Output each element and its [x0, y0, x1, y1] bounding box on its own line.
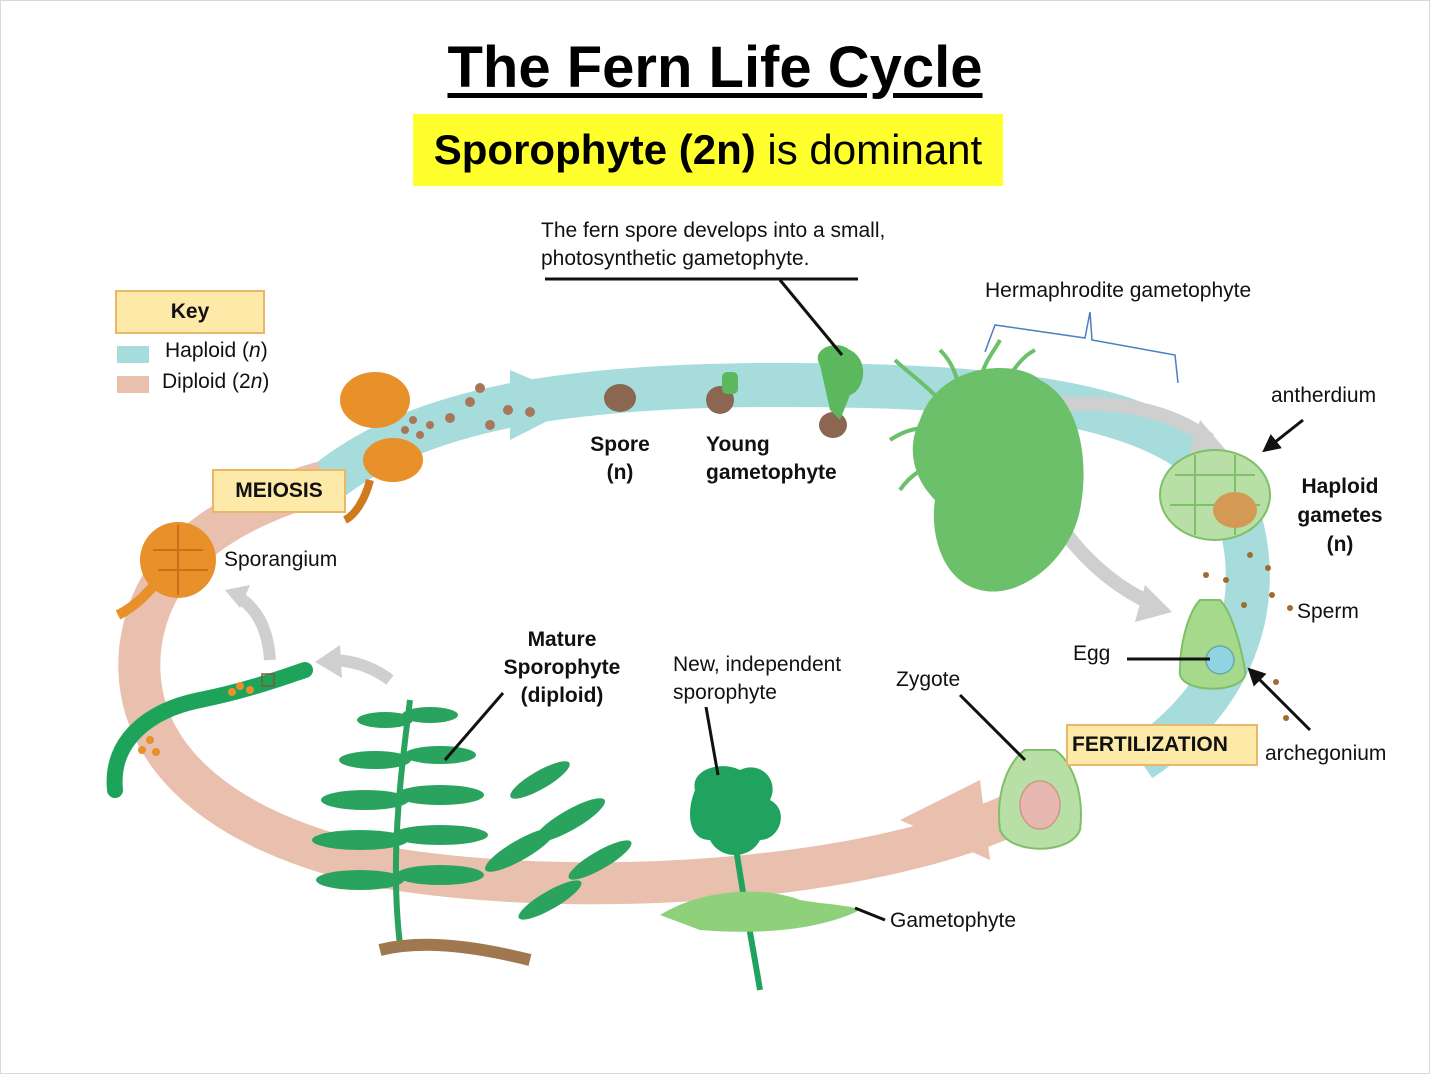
diploid-key-n: n [250, 370, 263, 393]
zygote-pointer [958, 693, 1027, 762]
mature-sporophyte-line1: Mature [527, 628, 597, 651]
haploid-swatch [117, 346, 149, 363]
egg-label: Egg [1073, 642, 1111, 665]
zygote-label: Zygote [896, 668, 961, 691]
diploid-key-text: Diploid (2 [162, 370, 251, 393]
meiosis-label: MEIOSIS [212, 469, 346, 513]
diploid-swatch [117, 376, 149, 393]
hermaphrodite-gametophyte [888, 339, 1084, 592]
subtitle-rest: is dominant [755, 126, 983, 173]
mature-pointer [443, 692, 505, 761]
diploid-arrowhead [900, 780, 990, 860]
new-sporophyte-line2: sporophyte [673, 681, 777, 704]
spore-label-line1: Spore [590, 433, 650, 456]
young-gametophyte-line1: Young [706, 433, 770, 456]
pinna-with-sori [106, 662, 313, 798]
diploid-key-close: ) [262, 370, 270, 393]
sperm-label: Sperm [1297, 600, 1359, 623]
key-heading: Key [115, 290, 265, 334]
gray-arrowhead-upper [1188, 420, 1230, 458]
mature-sporophyte-line2: Sporophyte [503, 656, 621, 679]
spore-caption-line1: The fern spore develops into a small, [541, 219, 886, 242]
new-sporophyte-icon [660, 766, 860, 991]
caption-pointer [778, 279, 844, 356]
gametophyte-label: Gametophyte [890, 909, 1017, 932]
sporangium-label: Sporangium [224, 548, 338, 571]
spore-caption-line2: photosynthetic gametophyte. [541, 247, 810, 270]
fertilization-label: FERTILIZATION [1066, 724, 1258, 766]
gray-arrowhead-left [315, 645, 342, 678]
archegonium-label: archegonium [1265, 742, 1387, 765]
hermaphrodite-bracket [984, 311, 1179, 384]
haploid-gametes-line1: Haploid [1301, 475, 1379, 498]
pointer-lines [443, 277, 1312, 922]
haploid-key-close: ) [260, 339, 268, 362]
archegonium-arrow [1247, 667, 1312, 732]
haploid-key-text: Haploid ( [165, 339, 250, 362]
gametophyte-pointer [854, 906, 886, 922]
antherdium-label: antherdium [1271, 384, 1377, 407]
gray-arrow-upper [1049, 396, 1215, 446]
spore-label-line2: (n) [606, 461, 634, 484]
subtitle-bold: Sporophyte (2n) [433, 126, 756, 173]
sporangium-open [340, 372, 434, 524]
hermaphrodite-label: Hermaphrodite gametophyte [985, 279, 1252, 302]
antherdium-arrow [1262, 418, 1304, 453]
archegonium-icon [1178, 599, 1247, 690]
gray-arrowhead-sporangium [225, 585, 250, 608]
haploid-key-n: n [249, 339, 261, 362]
spores-scatter [445, 383, 535, 430]
sperm-scatter [1203, 552, 1293, 721]
haploid-gametes-line3: (n) [1326, 533, 1354, 556]
diploid-key-label: Diploid (2n) [162, 370, 269, 394]
young-gametophyte-line2: gametophyte [706, 461, 837, 484]
spore-icon [604, 384, 636, 412]
haploid-gametes-line2: gametes [1297, 504, 1383, 527]
new-sporophyte-pointer [704, 706, 720, 776]
gray-arrow-sporangium [236, 593, 276, 661]
zygote-icon [998, 749, 1082, 850]
mature-sporophyte-line3: (diploid) [520, 684, 604, 707]
mature-sporophyte-fern [312, 699, 632, 966]
gray-arrowhead-lower [1135, 585, 1172, 622]
page-title: The Fern Life Cycle [447, 35, 983, 100]
sporangium [115, 522, 216, 620]
antheridium-icon [1159, 449, 1271, 541]
young-gametophyte-icon [706, 345, 864, 438]
haploid-key-label: Haploid (n) [165, 339, 268, 363]
new-sporophyte-line1: New, independent [673, 653, 842, 676]
haploid-arrowhead [510, 370, 585, 440]
subtitle-banner: Sporophyte (2n) is dominant [413, 114, 1003, 186]
